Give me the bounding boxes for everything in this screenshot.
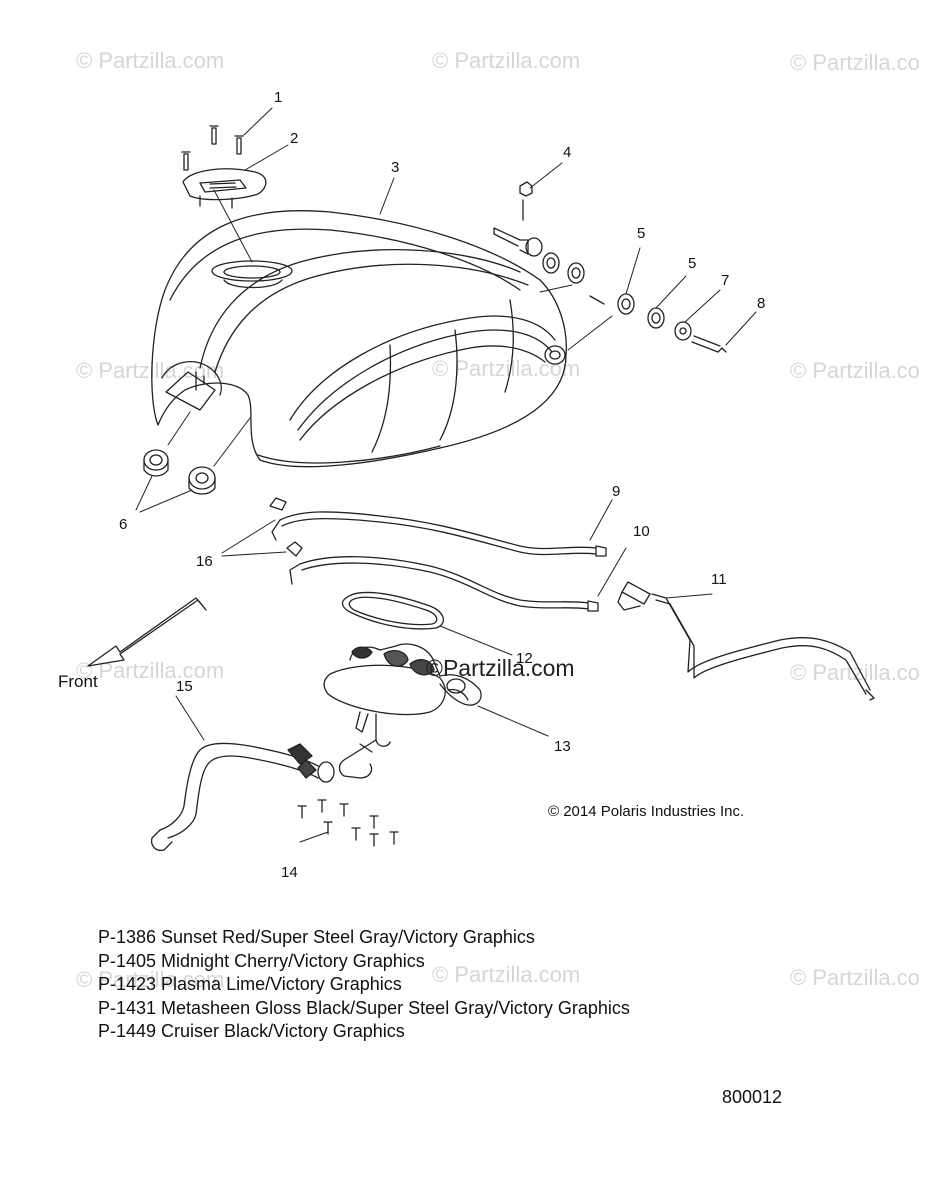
- watermark: © Partzilla.com: [76, 358, 225, 383]
- fuel-line: [150, 742, 335, 852]
- callout-3: 3: [391, 159, 400, 176]
- callout-7: 7: [721, 272, 730, 289]
- pump-screws: [297, 799, 399, 847]
- leader-lines: [135, 107, 757, 843]
- callout-4: 4: [563, 144, 572, 161]
- callout-15: 15: [176, 678, 193, 695]
- callout-16: 16: [196, 553, 213, 570]
- watermark: © Partzilla.com: [76, 967, 225, 992]
- watermark: © Partzilla.com: [432, 962, 581, 987]
- legend-item: P-1449 Cruiser Black/Victory Graphics: [98, 1021, 405, 1041]
- legend-item: P-1423 Plasma Lime/Victory Graphics: [98, 974, 402, 994]
- callout-8: 8: [757, 295, 766, 312]
- callout-10: 10: [633, 523, 650, 540]
- watermark: © Partzilla.co: [790, 965, 920, 990]
- callout-12: 12: [516, 650, 533, 667]
- cap-screws: [181, 125, 244, 171]
- grommets: [143, 411, 251, 495]
- callout-1: 1: [274, 89, 283, 106]
- callout-5b: 5: [688, 255, 697, 272]
- center-watermark: ©Partzilla.com: [426, 655, 575, 681]
- legend-item: P-1405 Midnight Cherry/Victory Graphics: [98, 950, 425, 971]
- document-number: 800012: [722, 1087, 783, 1107]
- fuel-tank: [151, 210, 567, 468]
- front-arrow-icon: [87, 597, 207, 667]
- front-label: Front: [58, 672, 98, 691]
- watermark: © Partzilla.co: [790, 358, 920, 383]
- mount-hardware-left: [493, 227, 585, 293]
- vent-line-lower: [286, 541, 599, 612]
- fuel-pump-assembly: [323, 643, 482, 779]
- callout-14: 14: [281, 864, 298, 881]
- filler-cap-plate: [182, 168, 267, 263]
- legend-item: P-1431 Metasheen Gloss Black/Super Steel…: [98, 997, 630, 1018]
- mount-hardware-right: [567, 293, 727, 353]
- watermark: © Partzilla.co: [790, 50, 920, 75]
- callout-13: 13: [554, 738, 571, 755]
- watermark: © Partzilla.com: [76, 658, 225, 683]
- pump-gasket: [341, 591, 444, 630]
- callout-5: 5: [637, 225, 646, 242]
- watermark: © Partzilla.com: [76, 48, 225, 73]
- color-legend: P-1386 Sunset Red/Super Steel Gray/Victo…: [98, 926, 630, 1044]
- callout-9: 9: [612, 483, 621, 500]
- callout-11: 11: [711, 571, 727, 588]
- vent-line-upper: [269, 497, 607, 557]
- vent-hose: [617, 581, 875, 701]
- watermark: © Partzilla.com: [432, 48, 581, 73]
- callout-2: 2: [290, 130, 299, 147]
- callout-6: 6: [119, 516, 128, 533]
- copyright-notice: © 2014 Polaris Industries Inc.: [548, 803, 745, 820]
- mount-bolt-top: [519, 181, 533, 221]
- watermark: © Partzilla.co: [790, 660, 920, 685]
- legend-item: P-1386 Sunset Red/Super Steel Gray/Victo…: [98, 927, 535, 947]
